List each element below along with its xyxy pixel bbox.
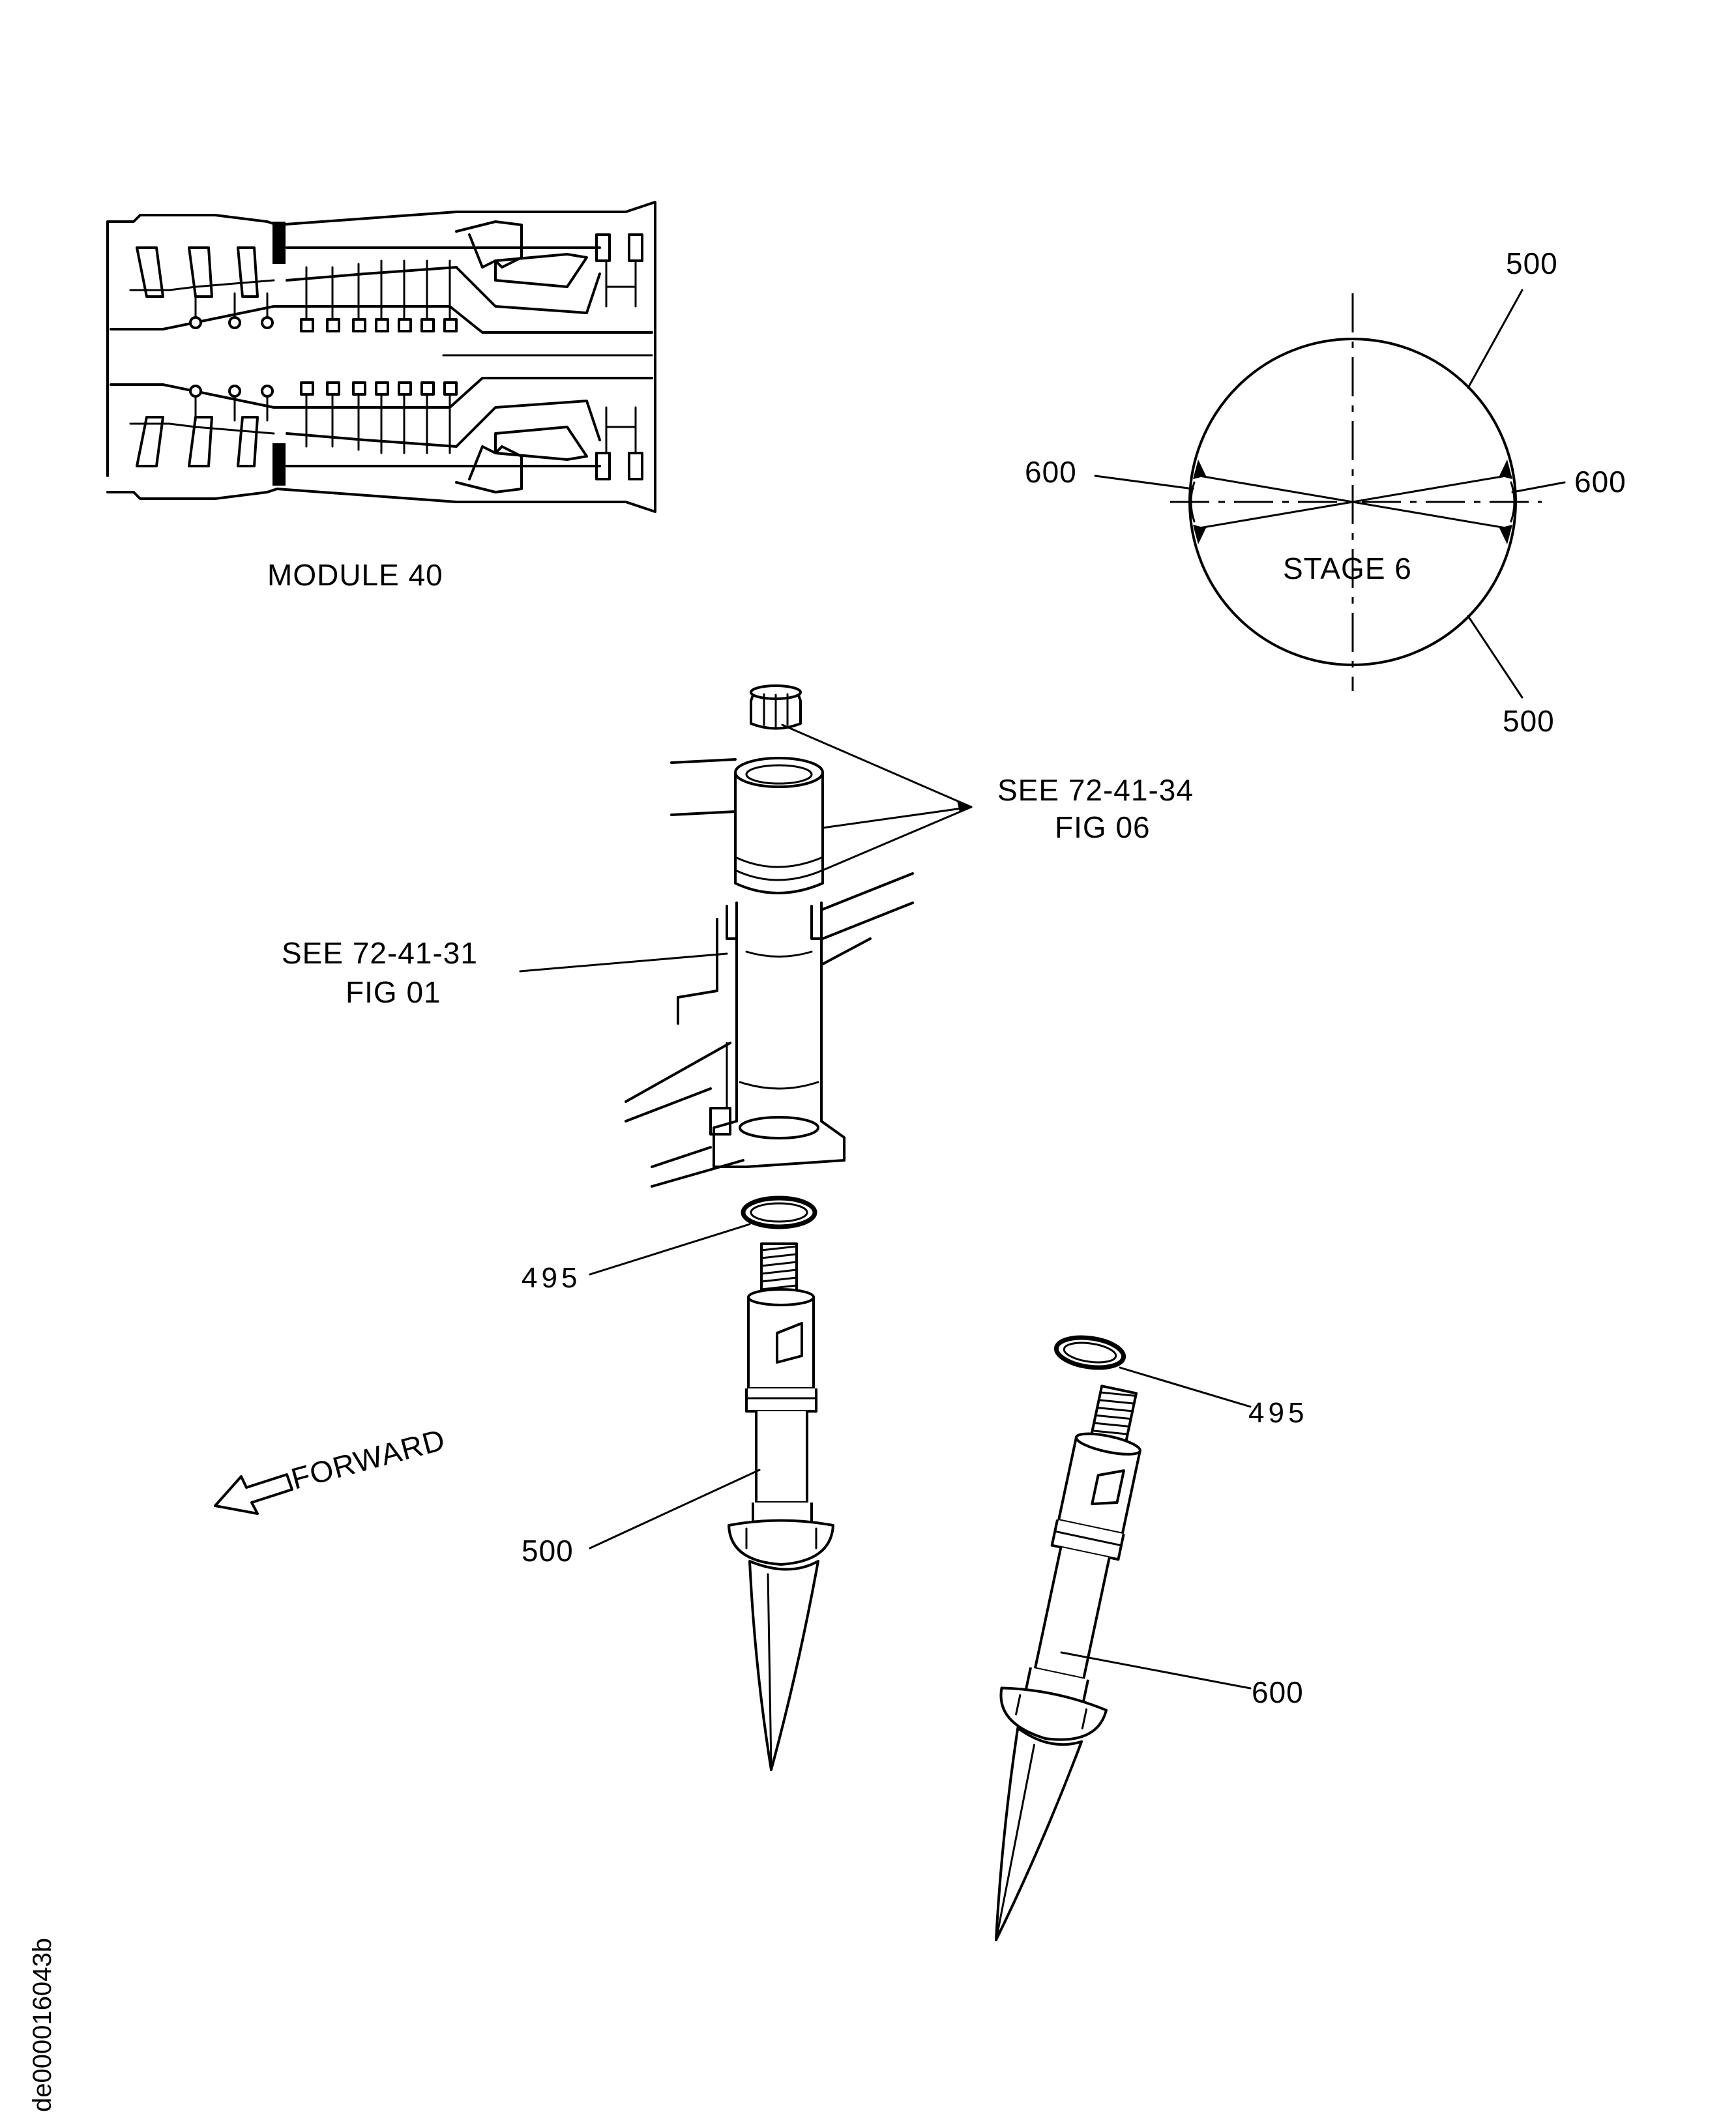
engine-cross-section: [106, 201, 656, 513]
stage-label: STAGE 6: [1283, 551, 1412, 585]
arrow-marker-icon: [1499, 460, 1512, 479]
arrow-marker-icon: [1193, 460, 1206, 479]
forward-arrow-icon: [214, 1473, 293, 1515]
arrow-marker-icon: [1499, 525, 1512, 544]
module-label: MODULE 40: [267, 558, 443, 592]
ref-72-41-34-line2: FIG 06: [1055, 810, 1151, 844]
callout-500-vane: 500: [522, 1534, 574, 1568]
vane-600: [994, 1385, 1141, 1942]
callout-500-top: 500: [1506, 246, 1558, 280]
callout-495-left: 495: [522, 1262, 581, 1294]
callout-495-right: 495: [1248, 1397, 1308, 1429]
figure-id: de000016043b: [28, 1938, 57, 2112]
callout-600-vane: 600: [1252, 1675, 1304, 1709]
ref-72-41-31-line1: SEE 72-41-31: [282, 936, 478, 970]
stage-diagram: [1094, 289, 1566, 699]
case-assembly: [625, 684, 914, 1188]
ref-72-41-31-line2: FIG 01: [346, 975, 441, 1009]
arrow-marker-icon: [1193, 525, 1206, 544]
callout-600-right: 600: [1574, 465, 1626, 499]
seal-ring-right: [1053, 1335, 1126, 1370]
vane-500: [728, 1242, 834, 1771]
forward-label: FORWARD: [287, 1422, 449, 1496]
callout-600-left: 600: [1025, 455, 1077, 489]
callout-500-bottom: 500: [1503, 704, 1555, 738]
seal-ring-left: [741, 1196, 817, 1229]
ref-72-41-34-line1: SEE 72-41-34: [997, 773, 1194, 807]
